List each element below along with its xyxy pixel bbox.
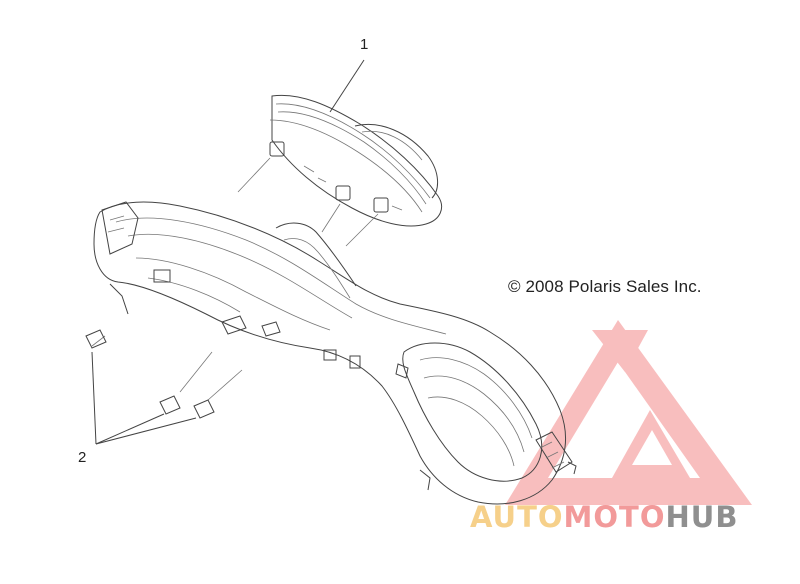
watermark-word-hub: HUB [665, 500, 739, 534]
watermark-word-auto: AUTO [470, 500, 564, 534]
callout-label-1: 1 [360, 36, 369, 53]
instrument-housing [93, 201, 577, 505]
watermark-text: AUTOMOTOHUB [470, 500, 738, 534]
copyright-notice: © 2008 Polaris Sales Inc. [508, 277, 702, 296]
gauge-assembly [269, 94, 442, 227]
watermark-logo-icon [505, 320, 752, 505]
assembly-lines [91, 157, 379, 401]
callout-2-leaders [91, 351, 197, 445]
callout-1-leader [329, 59, 365, 113]
callout-label-2: 2 [78, 449, 87, 466]
fasteners [85, 329, 215, 419]
watermark-word-moto: MOTO [563, 500, 666, 534]
